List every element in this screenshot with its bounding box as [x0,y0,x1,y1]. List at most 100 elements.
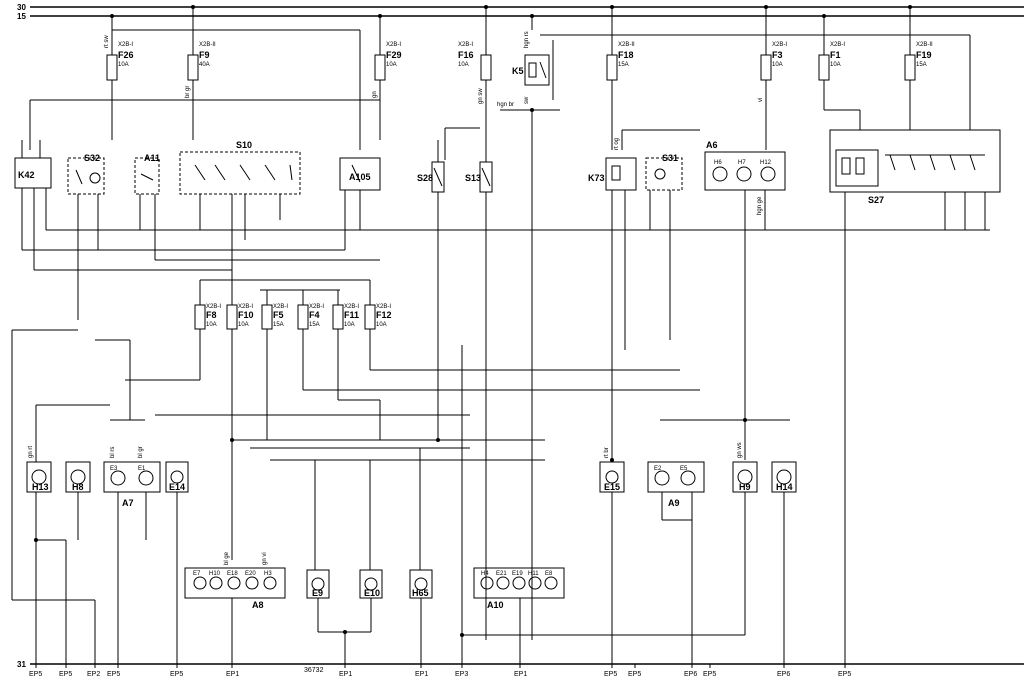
sub-label: E8 [545,571,553,577]
ground-label: EP1 [226,671,239,678]
wire-code: gn sw [478,88,484,104]
component-label-a6: A6 [706,140,718,150]
wire-code: vi [758,98,764,102]
ground-label: EP5 [170,671,183,678]
fuse-rating: 15A [273,322,284,328]
component-label-a8: A8 [252,600,264,610]
ground-label: EP5 [59,671,72,678]
fuse-rating: 40A [199,62,210,68]
fuse-tag: X2B-I [830,42,845,48]
sub-label: H4 [481,571,489,577]
fuse-id: F11 [344,310,359,320]
ground-label: EP1 [339,671,352,678]
rail-label-31: 31 [17,660,26,669]
fuse-tag: X2B-II [199,42,216,48]
fuse-id: F29 [386,50,402,60]
component-label-a7: A7 [122,498,134,508]
fuse-id: F3 [772,50,783,60]
sub-label: H10 [209,571,221,577]
sub-label: H12 [760,160,772,166]
sub-label: E3 [110,466,118,472]
ground-label: EP5 [703,671,716,678]
wire-code: bl ge [224,551,230,565]
fuse-rating: 15A [618,62,629,68]
fuse-id: F1 [830,50,841,60]
ground-label: EP6 [684,671,697,678]
component-label-h9: H9 [739,482,751,492]
fuse-id: F26 [118,50,134,60]
component-label-a11: A11 [144,153,160,163]
sub-label: E19 [512,571,523,577]
fuse-rating: 15A [916,62,927,68]
sub-label: E7 [193,571,201,577]
wire-code: sw [524,96,530,104]
rail-label-15: 15 [17,12,26,21]
wire-code: gn ws [737,442,743,458]
component-label-s27: S27 [868,195,884,205]
sub-label: E2 [654,466,662,472]
wire-code: rt og [614,138,620,150]
fuse-tag: X2B-I [344,304,359,310]
sub-label: H3 [264,571,272,577]
ground-label: EP5 [604,671,617,678]
fuse-tag: X2B-II [618,42,635,48]
fuse-tag: X2B-I [118,42,133,48]
document-number: 36732 [304,667,324,674]
ground-labels: EP5 EP5 EP2 EP5 EP5 EP1 EP1 EP1 EP3 EP1 … [29,671,851,678]
wire-code-labels: rt sw br gr gn gn sw hgn rs hgn br sw vi… [28,31,764,565]
wire-code: gn vi [262,552,268,565]
ground-label: EP1 [514,671,527,678]
wire-code: br gr [185,86,191,98]
sub-label: E20 [245,571,256,577]
sub-label: E18 [227,571,238,577]
component-label-h65: H65 [412,588,429,598]
wire-code: rt sw [104,35,110,48]
fuse-rating: 10A [344,322,355,328]
wire-code: hgn rs [524,31,530,48]
fuse-rating: 10A [376,322,387,328]
fuse-tag: X2B-I [386,42,401,48]
fuse-id: F12 [376,310,392,320]
wire-code: hgn br [497,102,514,108]
fuse-rating: 10A [830,62,841,68]
component-label-s10: S10 [236,140,252,150]
component-label-a9: A9 [668,498,680,508]
component-label-h14: H14 [776,482,793,492]
component-label-a10: A10 [487,600,504,610]
ground-label: EP6 [777,671,790,678]
fuse-rating: 10A [238,322,249,328]
fuse-tag: X2B-II [916,42,933,48]
ground-label: EP5 [107,671,120,678]
fuse-tag: X2B-I [206,304,221,310]
fuse-id: F5 [273,310,284,320]
fuse-id: F19 [916,50,932,60]
sub-label: H6 [714,160,722,166]
component-label-a105: A105 [349,172,371,182]
fuse-tag: X2B-I [458,42,473,48]
sub-label: H7 [738,160,746,166]
fuse-id: F9 [199,50,210,60]
ground-label: EP1 [415,671,428,678]
fuse-tag: X2B-I [273,304,288,310]
component-label-s13: S13 [465,173,481,183]
wire-code: hgn ge [757,196,763,215]
fuse-rating: 10A [386,62,397,68]
fuse-id: F4 [309,310,320,320]
fuse-rating: 10A [118,62,129,68]
fuse-id: F8 [206,310,217,320]
component-label-k73: K73 [588,173,605,183]
component-label-s28: S28 [417,173,433,183]
fuse-labels: X2B-I F26 10A X2B-II F9 40A X2B-I F29 10… [118,42,933,328]
sub-label: E5 [680,466,688,472]
fuse-rating: 10A [206,322,217,328]
fuse-tag: X2B-I [238,304,253,310]
fuse-rating: 15A [309,322,320,328]
component-label-s31: S31 [662,153,678,163]
wire-code: gn [372,91,378,98]
component-label-h13: H13 [32,482,49,492]
fuse-id: F16 [458,50,474,60]
ground-label: EP5 [838,671,851,678]
component-label-e9: E9 [312,588,323,598]
fuse-tag: X2B-I [772,42,787,48]
